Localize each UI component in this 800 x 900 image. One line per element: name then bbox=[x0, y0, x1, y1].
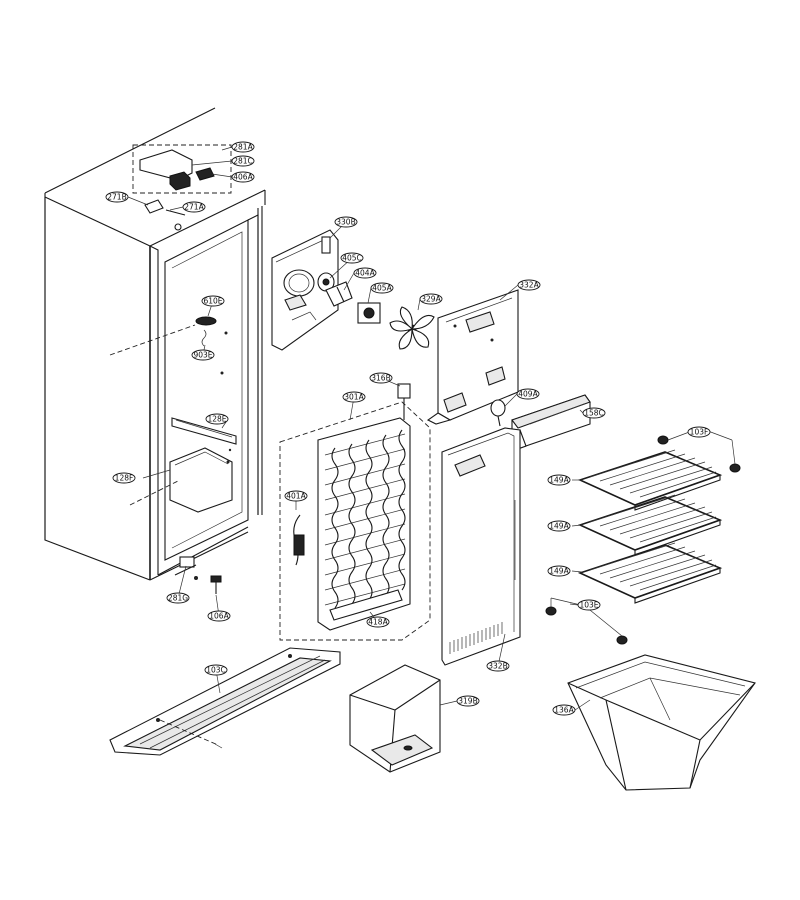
svg-text:405C: 405C bbox=[342, 254, 362, 263]
crisper-bin bbox=[567, 654, 756, 791]
label-136A: 136A bbox=[552, 704, 576, 716]
svg-text:281A: 281A bbox=[233, 143, 253, 152]
label-149A-top: 149A bbox=[547, 474, 571, 486]
label-406A: 406A bbox=[231, 171, 255, 183]
label-106A: 106A bbox=[207, 610, 231, 622]
label-149A-middle: 149A bbox=[547, 520, 571, 532]
evaporator-cover-upper bbox=[426, 289, 519, 425]
label-281C: 281C bbox=[231, 155, 255, 167]
part-labels: 281A 281C 406A 271B 271A 330B 405C 404A … bbox=[105, 141, 711, 716]
label-610E: 610E bbox=[201, 295, 225, 307]
label-128F: 128F bbox=[112, 472, 136, 484]
label-903E: 903E bbox=[191, 349, 215, 361]
svg-text:128E: 128E bbox=[207, 415, 226, 424]
label-329A: 329A bbox=[419, 293, 443, 305]
top-hinge-assembly bbox=[132, 144, 232, 231]
svg-text:281C: 281C bbox=[233, 157, 253, 166]
svg-text:301A: 301A bbox=[344, 393, 364, 402]
drain-pan bbox=[349, 664, 441, 773]
svg-text:136A: 136A bbox=[554, 706, 574, 715]
label-103C: 103C bbox=[204, 664, 228, 676]
label-316B: 316B bbox=[369, 372, 393, 384]
label-103E: 103E bbox=[577, 599, 601, 611]
label-401A: 401A bbox=[284, 490, 308, 502]
label-319B: 319B bbox=[456, 695, 480, 707]
label-149A-bottom: 149A bbox=[547, 565, 571, 577]
bottom-grille bbox=[109, 647, 341, 756]
leader-lines bbox=[127, 146, 701, 711]
evaporator-assembly bbox=[279, 383, 431, 641]
fan-housing bbox=[271, 229, 381, 351]
label-128E: 128E bbox=[205, 413, 229, 425]
svg-text:406A: 406A bbox=[233, 173, 253, 182]
fan-blade bbox=[389, 306, 435, 350]
label-332A: 332A bbox=[517, 279, 541, 291]
svg-text:401A: 401A bbox=[286, 492, 306, 501]
svg-text:409A: 409A bbox=[518, 390, 538, 399]
svg-text:128F: 128F bbox=[115, 474, 134, 483]
label-332B: 332B bbox=[486, 660, 510, 672]
label-418A: 418A bbox=[366, 616, 390, 628]
svg-text:405A: 405A bbox=[372, 284, 392, 293]
label-404A: 404A bbox=[353, 267, 377, 279]
svg-text:158C: 158C bbox=[584, 409, 604, 418]
svg-text:103C: 103C bbox=[206, 666, 226, 675]
svg-text:330B: 330B bbox=[336, 218, 355, 227]
svg-text:404A: 404A bbox=[355, 269, 375, 278]
svg-text:271B: 271B bbox=[107, 193, 126, 202]
svg-text:319B: 319B bbox=[458, 697, 477, 706]
svg-text:106A: 106A bbox=[209, 612, 229, 621]
label-158C: 158C bbox=[582, 407, 606, 419]
label-281G: 281G bbox=[166, 592, 190, 604]
svg-text:271A: 271A bbox=[184, 203, 204, 212]
svg-text:149A: 149A bbox=[549, 476, 569, 485]
svg-text:332A: 332A bbox=[519, 281, 539, 290]
svg-text:316B: 316B bbox=[371, 374, 390, 383]
svg-text:332B: 332B bbox=[488, 662, 507, 671]
label-405C: 405C bbox=[340, 252, 364, 264]
svg-text:149A: 149A bbox=[549, 522, 569, 531]
wire-shelves bbox=[577, 449, 723, 604]
svg-text:329A: 329A bbox=[421, 295, 441, 304]
label-330B: 330B bbox=[334, 216, 358, 228]
label-405A: 405A bbox=[370, 282, 394, 294]
refrigerator-cabinet bbox=[44, 107, 266, 594]
svg-text:418A: 418A bbox=[368, 618, 388, 627]
label-271A: 271A bbox=[182, 201, 206, 213]
label-301A: 301A bbox=[342, 391, 366, 403]
label-281A: 281A bbox=[231, 141, 255, 153]
label-271B: 271B bbox=[105, 191, 129, 203]
svg-text:103F: 103F bbox=[690, 428, 709, 437]
label-103F: 103F bbox=[687, 426, 711, 438]
evaporator-cover-lower bbox=[441, 427, 521, 666]
svg-text:903E: 903E bbox=[193, 351, 212, 360]
label-409A: 409A bbox=[516, 388, 540, 400]
svg-text:103E: 103E bbox=[579, 601, 598, 610]
svg-text:281G: 281G bbox=[168, 594, 188, 603]
svg-text:610E: 610E bbox=[203, 297, 222, 306]
svg-text:149A: 149A bbox=[549, 567, 569, 576]
